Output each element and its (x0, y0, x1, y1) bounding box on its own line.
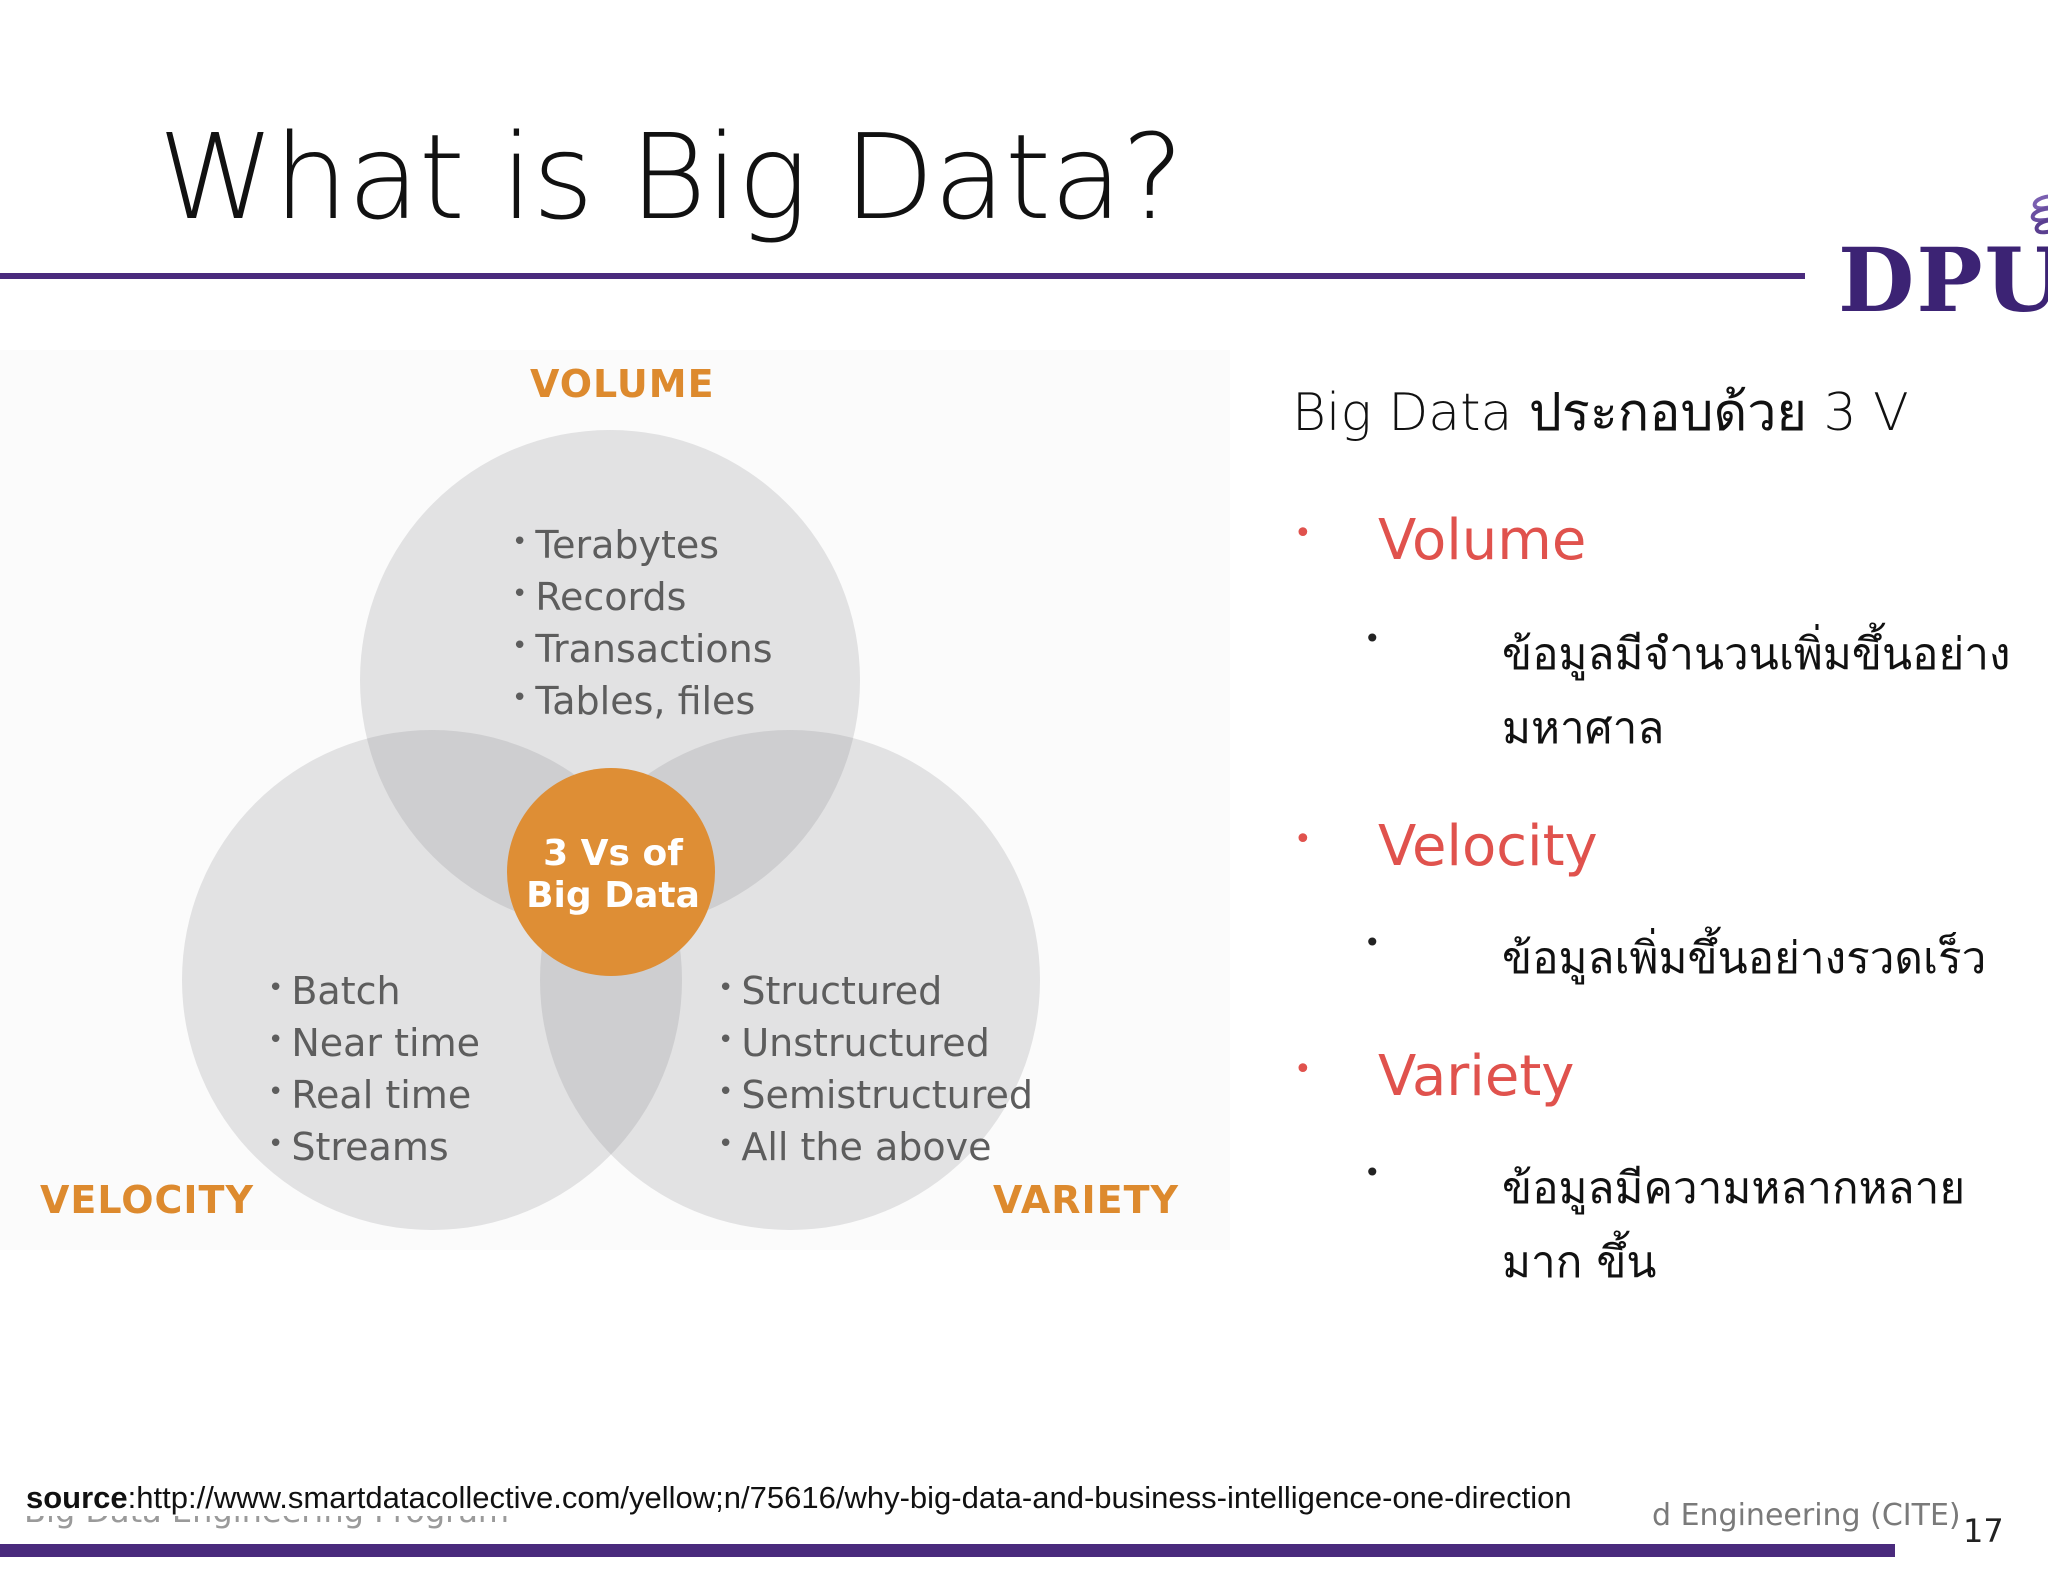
list-item: Unstructured (718, 1020, 1033, 1072)
v-item-name: Volume (1378, 508, 1587, 573)
list-item: Batch (268, 968, 480, 1020)
variety-label: VARIETY (993, 1178, 1180, 1222)
list-item: Tables, files (512, 678, 773, 730)
list-item: Semistructured (718, 1072, 1033, 1124)
venn-circles (0, 350, 1230, 1250)
logo-swirl-icon (2030, 194, 2048, 235)
v-item-desc: ข้อมูลเพิ่มขึ้นอย่างรวดเร็ว (1502, 933, 1987, 984)
v-item-desc: ข้อมูลมีความหลากหลายมาก ขึ้น (1502, 1163, 1966, 1288)
velocity-label: VELOCITY (40, 1178, 254, 1222)
list-item: Structured (718, 968, 1033, 1020)
list-item: Terabytes (512, 522, 773, 574)
volume-list: Terabytes Records Transactions Tables, f… (512, 522, 773, 730)
title-divider (0, 273, 1805, 279)
list-item: Transactions (512, 626, 772, 678)
page-number: 17 (1963, 1512, 2004, 1550)
v-item-name: Variety (1378, 1044, 1575, 1109)
logo-text: DPU (1838, 228, 2048, 332)
footer-divider (0, 1544, 1895, 1557)
bullet-icon: • (1364, 622, 1381, 655)
v-item-name: Velocity (1378, 814, 1598, 879)
velocity-list: Batch Near time Real time Streams (268, 968, 480, 1176)
volume-label: VOLUME (530, 362, 715, 406)
panel-heading: Big Data ประกอบด้วย 3 V (1292, 383, 1909, 443)
bullet-icon: • (1294, 1052, 1312, 1087)
dpu-logo: DPU (1800, 190, 2048, 332)
variety-list: Structured Unstructured Semistructured A… (718, 968, 1033, 1176)
bullet-icon: • (1364, 926, 1381, 959)
center-circle (507, 768, 715, 976)
three-v-panel: Big Data ประกอบด้วย 3 V • Volume • ข้อมู… (1292, 370, 2032, 1288)
center-label-line: 3 Vs of (543, 833, 683, 874)
bullet-icon: • (1294, 822, 1312, 857)
bullet-icon: • (1364, 1156, 1381, 1189)
center-label: 3 Vs of Big Data (508, 833, 718, 917)
v-item-desc: ข้อมูลมีจำนวนเพิ่มขึ้นอย่าง มหาศาล (1502, 629, 2011, 754)
page-title: What is Big Data? (158, 108, 1184, 246)
source-label: source (26, 1480, 128, 1515)
source-citation: source:http://www.smartdatacollective.co… (26, 1480, 1578, 1516)
footer-cite-text: d Engineering (CITE) (1652, 1498, 1961, 1533)
list-item: Near time (268, 1020, 480, 1072)
center-label-line: Big Data (526, 875, 700, 916)
list-item: Streams (268, 1124, 480, 1176)
list-item: All the above (718, 1124, 1033, 1176)
list-item: Records (512, 574, 773, 626)
source-url: :http://www.smartdatacollective.com/yell… (127, 1480, 1572, 1515)
bullet-icon: • (1294, 516, 1312, 551)
list-item: Real time (268, 1072, 480, 1124)
three-vs-venn-diagram: VOLUME VELOCITY VARIETY Terabytes Record… (0, 350, 1230, 1250)
